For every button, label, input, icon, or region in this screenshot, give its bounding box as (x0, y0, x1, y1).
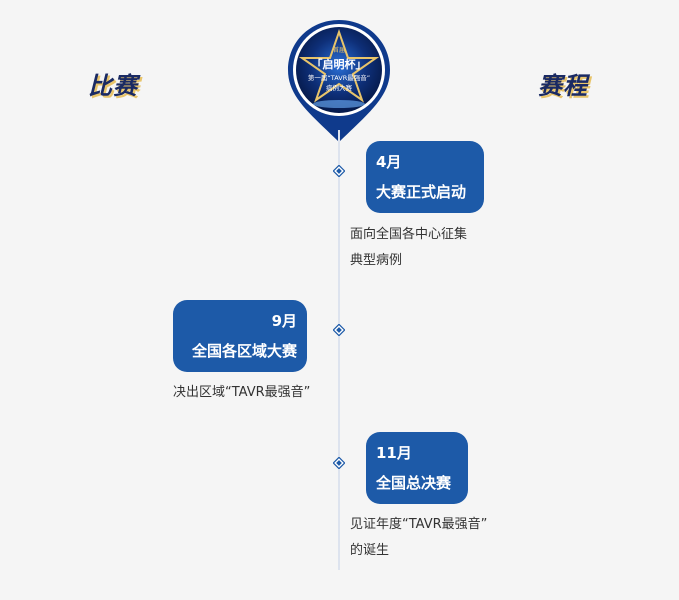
logo-line1: 首届 (333, 46, 345, 54)
timeline-marker-icon (333, 324, 345, 336)
logo-brand: 「启明杯」 (312, 57, 367, 71)
right-heading: 赛程 (538, 72, 588, 100)
timeline-marker-icon (333, 165, 345, 177)
timeline-marker-icon (333, 457, 345, 469)
event-month: 9月 (271, 312, 297, 330)
event-desc-november: 见证年度“TAVR最强音” 的诞生 (350, 512, 487, 564)
left-heading: 比赛 (88, 72, 138, 100)
event-title: 大赛正式启动 (376, 183, 467, 201)
event-title: 全国总决赛 (376, 474, 452, 492)
event-desc-line: 典型病例 (350, 253, 403, 268)
event-month: 11月 (376, 444, 412, 462)
event-desc-line: 决出区域“TAVR最强音” (173, 385, 311, 400)
event-desc-line: 面向全国各中心征集 (350, 227, 468, 242)
event-card-april: 4月 大赛正式启动 (366, 141, 484, 213)
event-title: 全国各区域大赛 (191, 342, 297, 360)
event-card-november: 11月 全国总决赛 (366, 432, 468, 504)
star-icon (298, 28, 380, 103)
timeline-line (338, 130, 340, 570)
event-desc-line: 见证年度“TAVR最强音” (350, 517, 488, 532)
event-desc-september: 决出区域“TAVR最强音” (173, 380, 310, 406)
competition-logo-pin: 首届 「启明杯」 第一届“TAVR最强音” 病例大赛 (288, 20, 390, 142)
event-card-september: 9月 全国各区域大赛 (173, 300, 307, 372)
logo-line3: 病例大赛 (326, 83, 353, 92)
event-month: 4月 (376, 153, 402, 171)
event-desc-april: 面向全国各中心征集 典型病例 (350, 222, 467, 274)
event-desc-line: 的诞生 (350, 543, 390, 558)
logo-line2: 第一届“TAVR最强音” (308, 73, 370, 82)
